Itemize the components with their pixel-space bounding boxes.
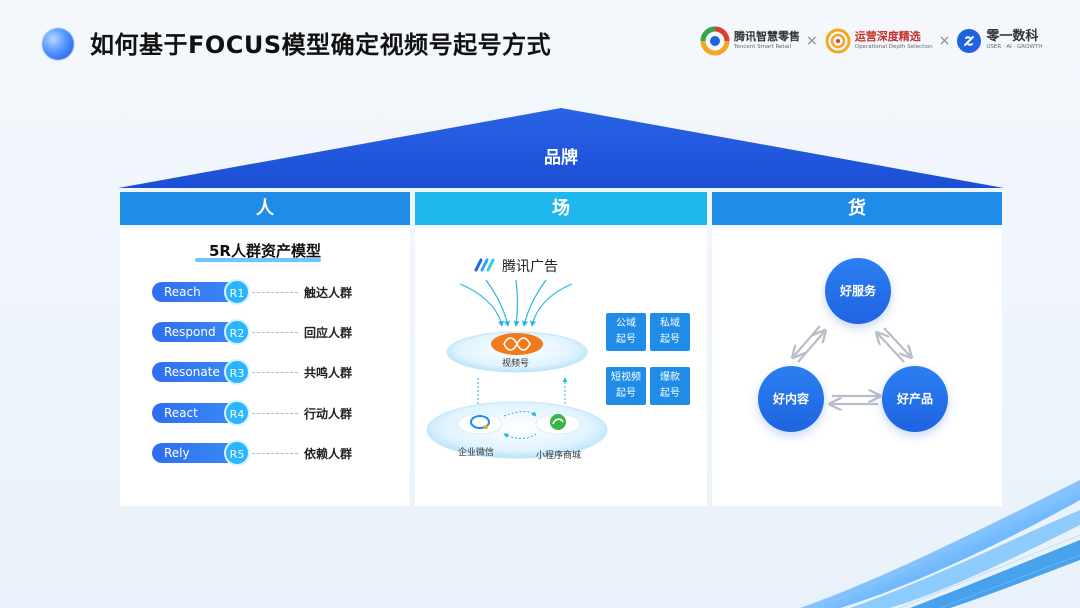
box-line: 短视频 [611,372,641,383]
logo-operational-depth: 运营深度精选 Operational Depth Selection [824,27,933,55]
pillar-head-goods: 货 [712,192,1002,225]
r-row-desc: 回应人群 [304,326,353,340]
logo-2-name: 运营深度精选 [854,30,921,43]
logo-1-name: 腾讯智慧零售 [734,30,800,43]
r-row-badge: R1 [224,279,250,305]
r-row-connector [252,292,298,293]
roof-triangle [118,108,1004,188]
goods-cycle-arrows [712,325,1002,506]
logo-separator: × [938,33,951,49]
r-row-pill: Reach [152,282,244,302]
r-row-badge: R3 [224,359,250,385]
channels-label: 视频号 [502,359,530,369]
operational-depth-logo-icon [825,28,851,54]
tencent-ads-title: 腾讯广告 [502,259,558,275]
r-row-pill: React [152,403,244,423]
r-row-pill: Respond [152,322,244,342]
r-row-badge: R4 [224,400,250,426]
goods-node-service: 好服务 [825,258,891,324]
r-row-connector [252,453,298,454]
wecom-label: 企业微信 [458,448,495,458]
logo-separator: × [806,33,818,49]
box-line: 私域 [660,318,680,329]
r-row-desc: 行动人群 [304,407,353,421]
goods-node-product: 好产品 [882,366,948,432]
start-mode-box: 爆款 起号 [650,367,690,405]
decorative-ribbon [800,480,1080,608]
goods-node-content: 好内容 [758,366,824,432]
start-mode-box: 短视频 起号 [606,367,646,405]
logo-2-sub: Operational Depth Selection [854,44,933,50]
zero-one-logo-icon [957,29,982,53]
page-title: 如何基于FOCUS模型确定视频号起号方式 [90,31,552,59]
box-line: 起号 [660,334,680,345]
r-row-connector [252,372,298,373]
miniprogram-label: 小程序商城 [536,451,582,461]
roof-label-brand: 品牌 [544,148,578,168]
logo-3-name: 零一数科 [986,29,1039,44]
r-row-pill: Rely [152,443,244,463]
r-row-connector [252,332,298,333]
logo-tencent-smart-retail: 腾讯智慧零售 Tencent Smart Retail [700,26,800,56]
box-line: 起号 [616,388,636,399]
start-mode-box: 公域 起号 [606,313,646,351]
tencent-ads-logo-icon [474,258,495,272]
box-line: 起号 [616,334,636,345]
box-line: 起号 [660,388,680,399]
people-model-title: 5R人群资产模型 [209,242,321,260]
r-row-desc: 依赖人群 [304,447,353,461]
logo-zero-one: 零一数科 USER · AI · GROWTH [956,28,1042,54]
logo-3-sub: USER · AI · GROWTH [986,44,1043,50]
title-orb-icon [42,28,74,60]
box-line: 公域 [616,318,636,329]
r-row-desc: 共鸣人群 [304,366,353,380]
title-underline [195,258,321,262]
r-row-connector [252,413,298,414]
partner-logos: 腾讯智慧零售 Tencent Smart Retail × 运营深度精选 Ope… [700,24,1042,58]
r-row-pill: Resonate [152,362,244,382]
logo-1-sub: Tencent Smart Retail [734,44,792,50]
r-row-badge: R2 [224,319,250,345]
scene-flow-diagram [426,279,608,459]
box-line: 爆款 [660,372,680,383]
pillar-head-scene: 场 [415,192,707,225]
r-row-badge: R5 [224,440,250,466]
tencent-retail-logo-icon [700,26,730,56]
start-mode-box: 私域 起号 [650,313,690,351]
r-row-desc: 触达人群 [304,286,353,300]
pillar-head-people: 人 [120,192,410,225]
